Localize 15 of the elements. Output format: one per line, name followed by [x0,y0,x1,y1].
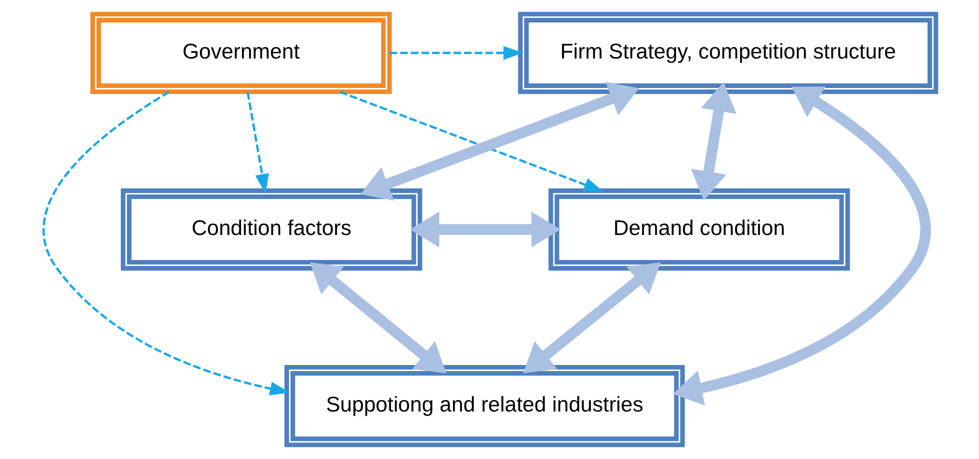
arrow [690,82,736,200]
arrow [672,86,931,406]
arrow [389,46,524,60]
arrow [42,90,290,396]
node-box: Government [90,12,392,94]
node-box: Condition factors [120,188,422,271]
node-box: Demand condition [548,188,850,271]
arrow [523,262,661,374]
node-box: Firm Strategy, competition structure [518,12,938,94]
arrow [410,212,561,248]
arrow [310,262,446,374]
arrow [246,92,269,194]
arrow [340,90,604,192]
node-box: Suppotiong and related industries [284,364,685,448]
arrow [360,82,640,201]
